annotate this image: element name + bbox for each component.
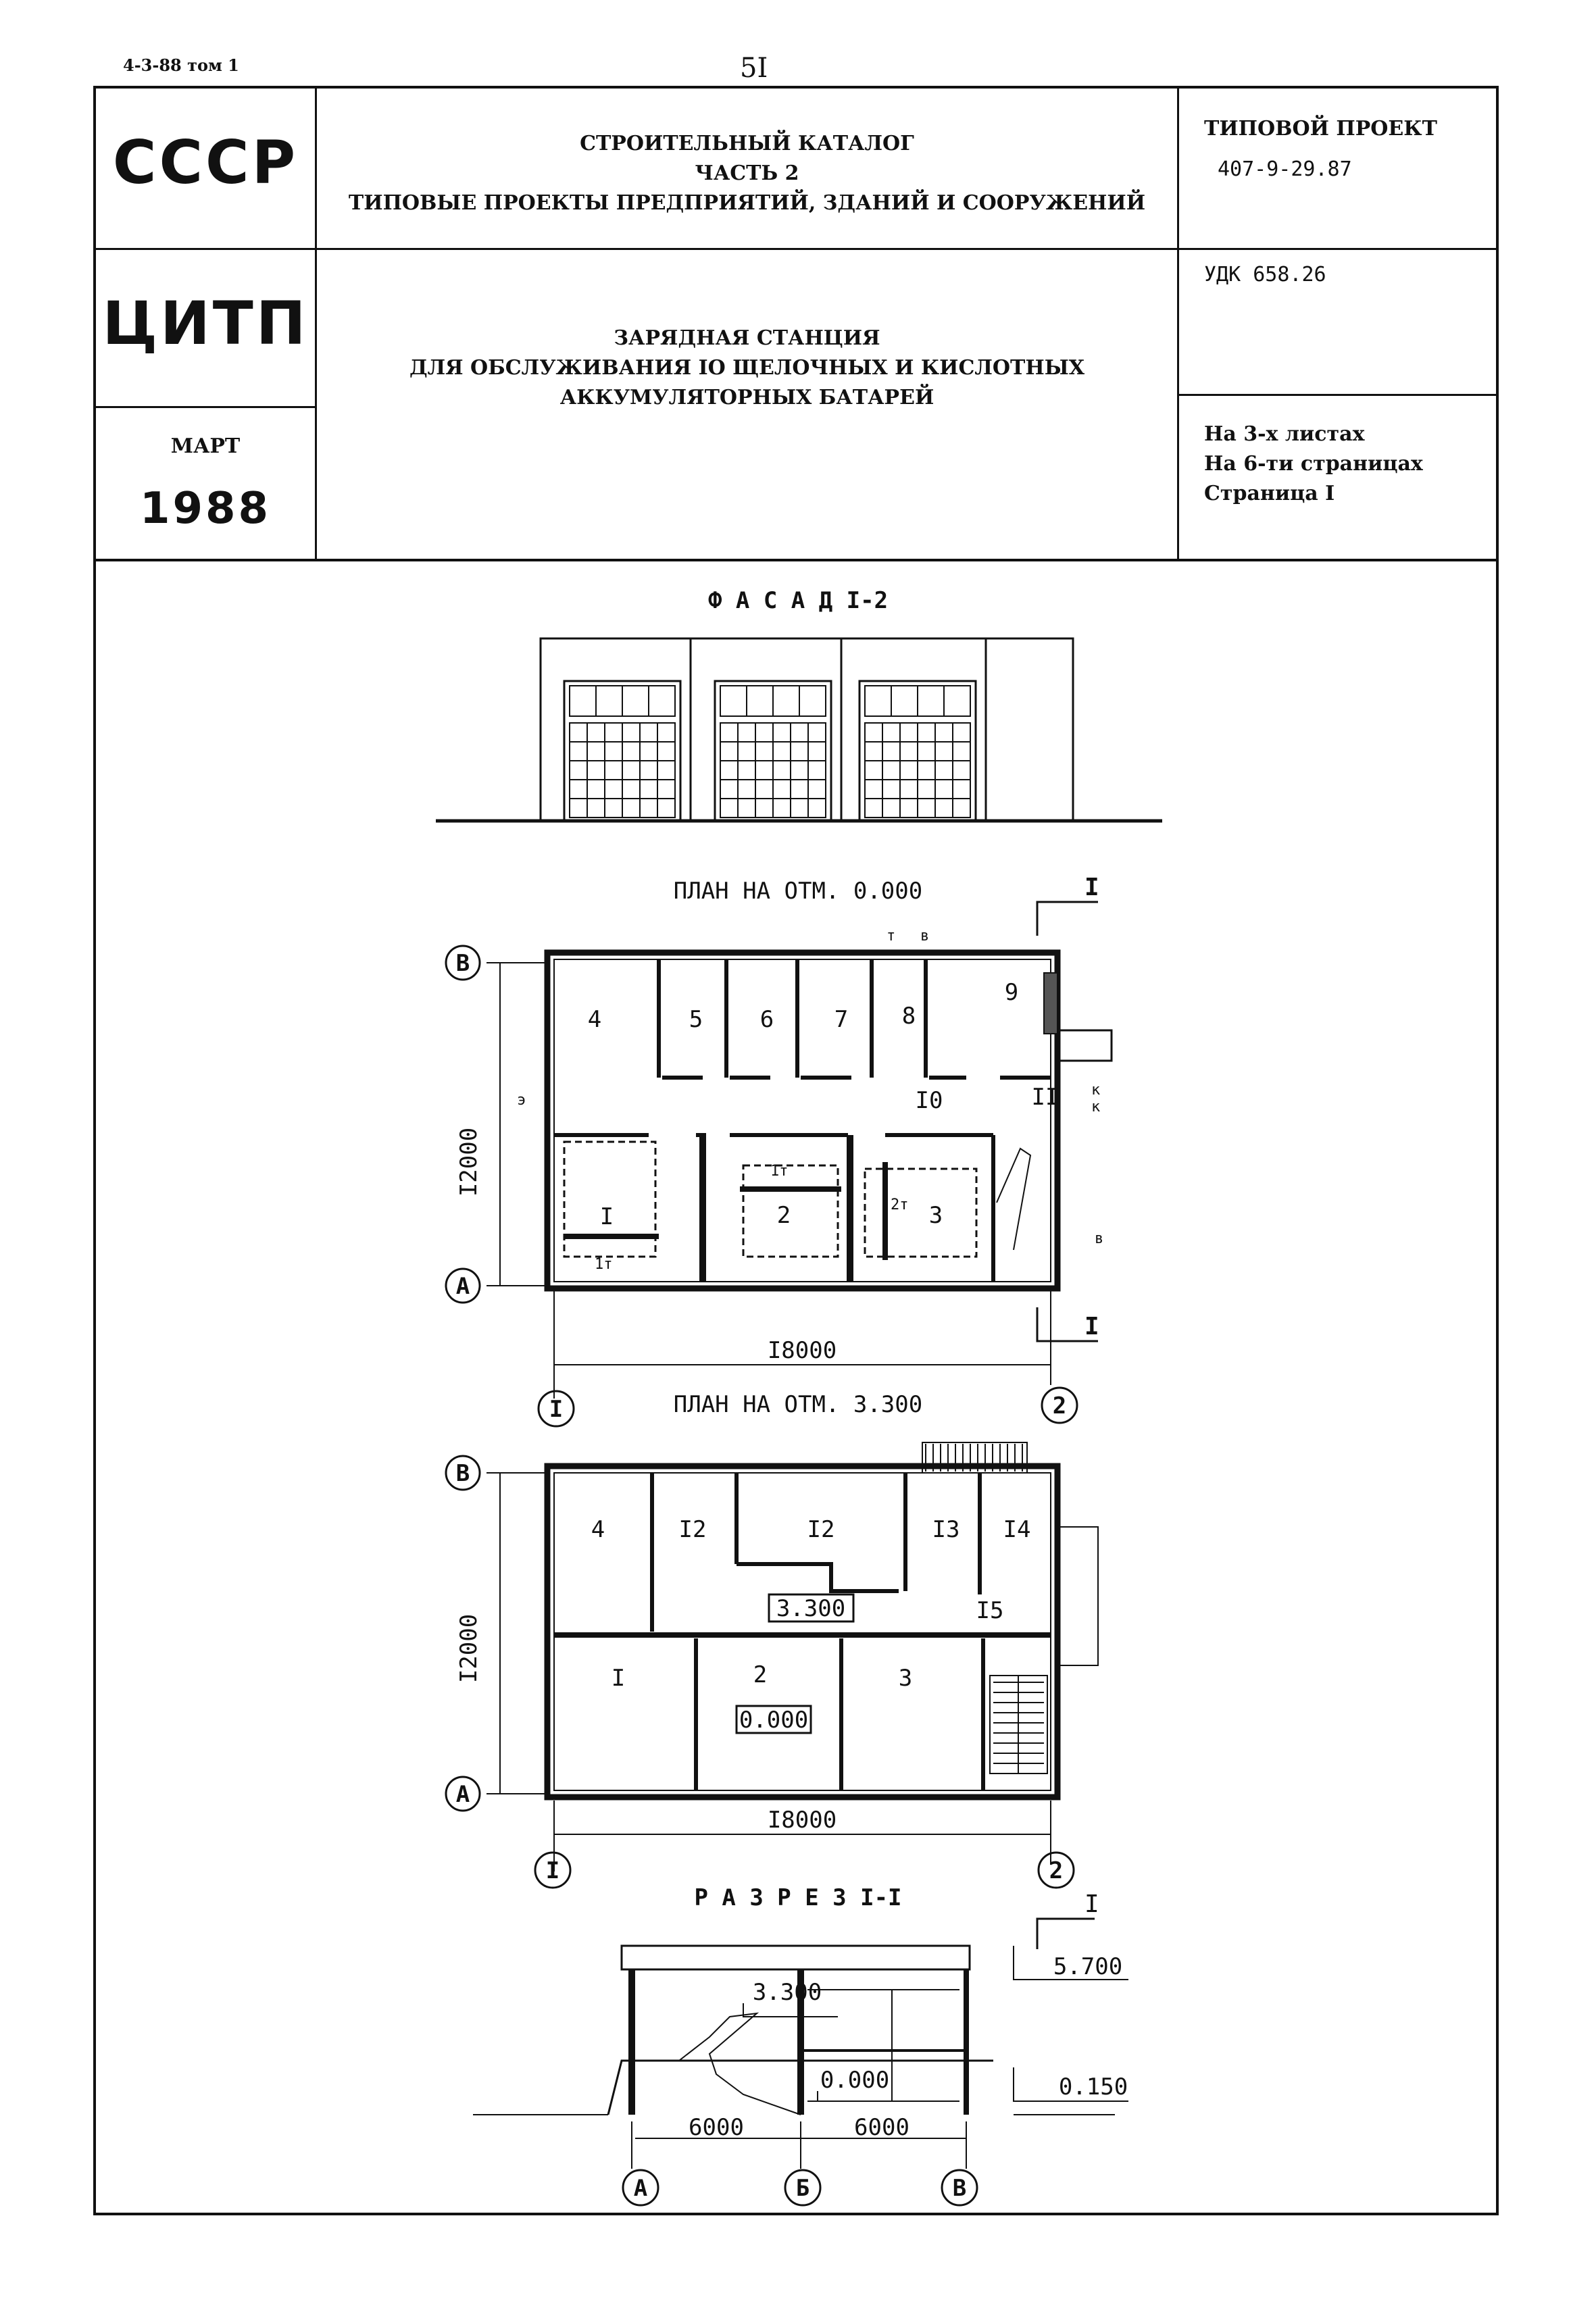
section-title: Р А З Р Е З I-I xyxy=(694,1884,901,1911)
room2-2: 2 xyxy=(753,1661,767,1688)
level-0000-plan: 0.000 xyxy=(739,1707,808,1734)
title-line-1: ЗАРЯДНАЯ СТАНЦИЯ xyxy=(614,326,880,350)
room-5: 5 xyxy=(689,1006,703,1033)
sheets-line-2: На 6-ти страницах xyxy=(1204,452,1423,476)
dim-12000-plan0: I2000 xyxy=(455,1128,482,1197)
cut-mark-bottom: I xyxy=(1084,1313,1099,1340)
cut-mark-top: I xyxy=(1084,874,1099,901)
room2-4: 4 xyxy=(591,1516,605,1543)
udk-code: УДК 658.26 xyxy=(1204,263,1326,286)
page-number: 5I xyxy=(740,53,768,84)
axis-1-plan330: I xyxy=(546,1857,559,1884)
axis-a-plan330: А xyxy=(456,1781,470,1808)
dim-6000-right: 6000 xyxy=(854,2114,909,2141)
title-line-2: ДЛЯ ОБСЛУЖИВАНИЯ IO ЩЕЛОЧНЫХ И КИСЛОТНЫХ xyxy=(409,356,1085,380)
room2-13: I3 xyxy=(932,1516,960,1543)
sheets-info: На 3-х листах На 6-ти страницах Страница… xyxy=(1204,420,1423,509)
level-0150: 0.150 xyxy=(1059,2073,1128,2101)
project-label: ТИПОВОЙ ПРОЕКТ xyxy=(1204,117,1437,141)
dim-6000-left: 6000 xyxy=(689,2114,744,2141)
room2-12a: I2 xyxy=(679,1516,707,1543)
mark-k-1: к xyxy=(1091,1082,1100,1099)
room2-3: 3 xyxy=(899,1665,912,1692)
catalog-line-2: ЧАСТЬ 2 xyxy=(695,161,799,185)
mark-v: в xyxy=(1095,1230,1103,1247)
mark-v-top: в xyxy=(920,928,929,945)
document-title: ЗАРЯДНАЯ СТАНЦИЯ ДЛЯ ОБСЛУЖИВАНИЯ IO ЩЕЛ… xyxy=(317,324,1177,413)
room-9: 9 xyxy=(1005,979,1018,1006)
axis-a-section: А xyxy=(634,2175,647,2202)
axis-v-plan0: В xyxy=(456,950,470,977)
room-7: 7 xyxy=(834,1006,848,1033)
date-year: 1988 xyxy=(139,484,272,534)
level-5700: 5.700 xyxy=(1053,1953,1122,1980)
mark-e: э xyxy=(517,1092,526,1109)
section-drawing xyxy=(473,1917,1128,2207)
sheet-frame: СССР ЦИТП МАРТ 1988 СТРОИТЕЛЬНЫЙ КАТАЛОГ… xyxy=(93,86,1499,2215)
axis-1-plan0: I xyxy=(549,1396,563,1423)
crane-mark-1: 1т xyxy=(595,1256,613,1273)
crane-mark-2: 1т xyxy=(770,1163,789,1180)
crane-mark-3: 2т xyxy=(891,1197,909,1213)
sheets-line-3: Страница I xyxy=(1204,482,1335,505)
facade-window-bay xyxy=(858,680,977,822)
catalog-block: СТРОИТЕЛЬНЫЙ КАТАЛОГ ЧАСТЬ 2 ТИПОВЫЕ ПРО… xyxy=(317,129,1177,218)
project-code: 407-9-29.87 xyxy=(1218,157,1352,181)
axis-2-plan0: 2 xyxy=(1053,1392,1066,1419)
org-citp: ЦИТП xyxy=(102,288,309,358)
top-note: 4-3-88 том 1 xyxy=(123,55,239,75)
room2-14: I4 xyxy=(1003,1516,1031,1543)
room-2: 2 xyxy=(777,1202,791,1229)
room-11: II xyxy=(1032,1084,1059,1111)
catalog-line-1: СТРОИТЕЛЬНЫЙ КАТАЛОГ xyxy=(580,132,914,155)
catalog-line-3: ТИПОВЫЕ ПРОЕКТЫ ПРЕДПРИЯТИЙ, ЗДАНИЙ И СО… xyxy=(348,191,1146,215)
title-line-3: АККУМУЛЯТОРНЫХ БАТАРЕЙ xyxy=(559,386,934,409)
sheets-line-1: На 3-х листах xyxy=(1204,422,1365,446)
axis-b-section: Б xyxy=(796,2175,809,2202)
dim-18000-plan330: I8000 xyxy=(768,1807,837,1834)
facade-drawing xyxy=(436,637,1162,823)
cut-mark-section: I xyxy=(1084,1890,1099,1918)
facade-window-bay xyxy=(714,680,832,822)
org-ussr: СССР xyxy=(112,128,299,197)
plan-0-title: ПЛАН НА ОТМ. 0.000 xyxy=(674,878,922,905)
level-3300: 3.300 xyxy=(753,1979,822,2006)
plan-0-drawing xyxy=(445,901,1113,1428)
room2-15: I5 xyxy=(976,1597,1004,1624)
level-3300-plan: 3.300 xyxy=(776,1595,845,1622)
dim-12000-plan330: I2000 xyxy=(455,1614,482,1683)
mark-t: т xyxy=(887,928,895,945)
mark-k-2: к xyxy=(1091,1099,1100,1115)
room2-12b: I2 xyxy=(807,1516,835,1543)
room-8: 8 xyxy=(902,1003,916,1030)
facade-window-bay xyxy=(563,680,682,822)
facade-title: Ф А С А Д I-2 xyxy=(708,587,888,614)
room-6: 6 xyxy=(760,1006,774,1033)
room-10: I0 xyxy=(916,1087,943,1114)
level-0000: 0.000 xyxy=(820,2067,889,2094)
plan-330-title: ПЛАН НА ОТМ. 3.300 xyxy=(674,1391,922,1418)
room-4: 4 xyxy=(588,1006,601,1033)
axis-v-section: В xyxy=(953,2175,966,2202)
axis-a-plan0: А xyxy=(456,1273,470,1300)
dim-18000-plan0: I8000 xyxy=(768,1337,837,1364)
axis-2-plan330: 2 xyxy=(1049,1857,1063,1884)
plan-330-drawing xyxy=(445,1442,1099,1889)
room2-1: I xyxy=(612,1665,625,1692)
room-3: 3 xyxy=(929,1202,943,1229)
axis-v-plan330: В xyxy=(456,1460,470,1487)
room-1: I xyxy=(600,1203,614,1230)
date-month: МАРТ xyxy=(170,434,241,458)
